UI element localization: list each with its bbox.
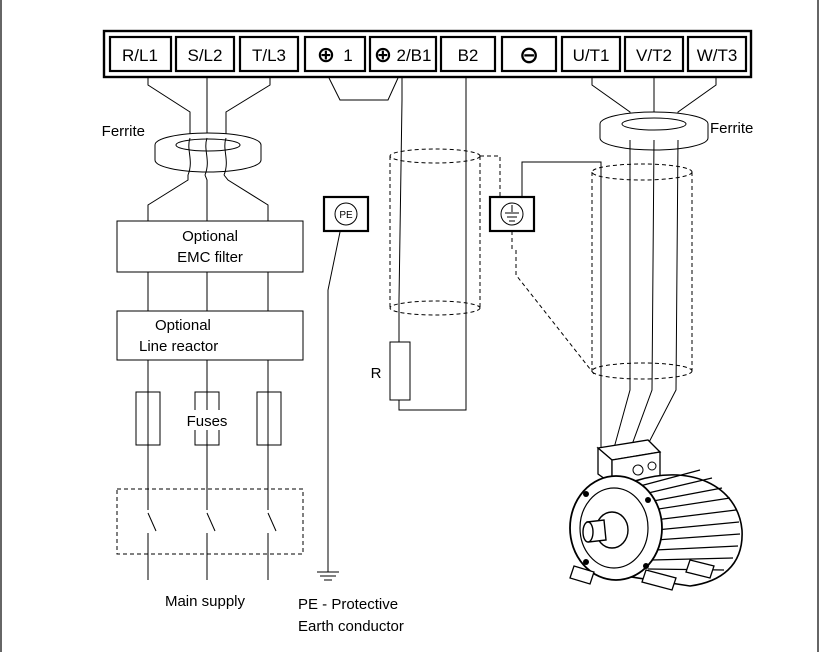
ferrite-left-label: Ferrite bbox=[102, 123, 145, 140]
pe-description-line1: PE - Protective bbox=[298, 596, 398, 613]
circled-minus-icon: ⊖ bbox=[519, 41, 539, 69]
resistor-shield-link bbox=[480, 155, 501, 197]
pe-wire bbox=[327, 231, 341, 572]
terminal-label: T/L3 bbox=[252, 46, 286, 65]
terminal-label: 1 bbox=[343, 46, 352, 65]
motor-cable-shield bbox=[591, 163, 693, 380]
terminal-T-L3: T/L3 bbox=[238, 35, 300, 73]
electric-motor-icon bbox=[569, 439, 743, 591]
emc-filter-label-line2: EMC filter bbox=[177, 249, 243, 266]
earth-icon bbox=[500, 202, 524, 226]
motor-earth-wire bbox=[521, 161, 602, 447]
emc-filter-label-line1: Optional bbox=[182, 228, 238, 245]
line-reactor-box bbox=[116, 310, 304, 361]
main-switch bbox=[116, 488, 304, 555]
motor-shield-link bbox=[515, 250, 595, 375]
circled-plus-icon: ⊕ bbox=[317, 43, 335, 68]
pe-description-line2: Earth conductor bbox=[298, 618, 404, 635]
protective-earth-icon bbox=[334, 202, 358, 226]
line-reactor-label-line2: Line reactor bbox=[139, 338, 218, 355]
terminal-label: W/T3 bbox=[697, 46, 738, 65]
terminal-plus-1: ⊕ 1 bbox=[303, 35, 367, 73]
line-reactor-label-line1: Optional bbox=[155, 317, 211, 334]
main-supply-label: Main supply bbox=[165, 593, 246, 610]
pe-box-label: PE bbox=[339, 210, 353, 221]
brake-resistor-circuit bbox=[389, 78, 467, 411]
dc-jumper bbox=[328, 77, 399, 101]
ground-symbol-icon bbox=[317, 571, 339, 581]
terminal-B2: B2 bbox=[439, 35, 497, 73]
terminal-V-T2: V/T2 bbox=[623, 35, 685, 73]
terminal-R-L1: R/L1 bbox=[108, 35, 173, 73]
terminal-U-T1: U/T1 bbox=[560, 35, 622, 73]
terminal-label: B2 bbox=[458, 46, 479, 65]
terminal-label: 2/B1 bbox=[397, 46, 432, 65]
ferrite-left bbox=[154, 132, 262, 176]
resistor-label: R bbox=[371, 365, 382, 382]
emc-filter-box bbox=[116, 220, 304, 273]
brake-resistor bbox=[389, 341, 411, 401]
fuse-3 bbox=[256, 391, 282, 446]
terminal-plus-2-B1: ⊕ 2/B1 bbox=[368, 35, 438, 73]
terminal-label: U/T1 bbox=[573, 46, 610, 65]
terminal-W-T3: W/T3 bbox=[686, 35, 748, 73]
circled-plus-icon: ⊕ bbox=[374, 43, 392, 68]
ferrite-right-label: Ferrite bbox=[710, 120, 753, 137]
terminal-label: S/L2 bbox=[188, 46, 223, 65]
motor-wires bbox=[613, 139, 679, 451]
terminal-label: R/L1 bbox=[122, 46, 158, 65]
terminal-minus: ⊖ bbox=[500, 35, 558, 73]
terminal-S-L2: S/L2 bbox=[174, 35, 236, 73]
fuses-label: Fuses bbox=[187, 413, 228, 430]
terminal-label: V/T2 bbox=[636, 46, 672, 65]
input-wires-top bbox=[147, 78, 271, 140]
